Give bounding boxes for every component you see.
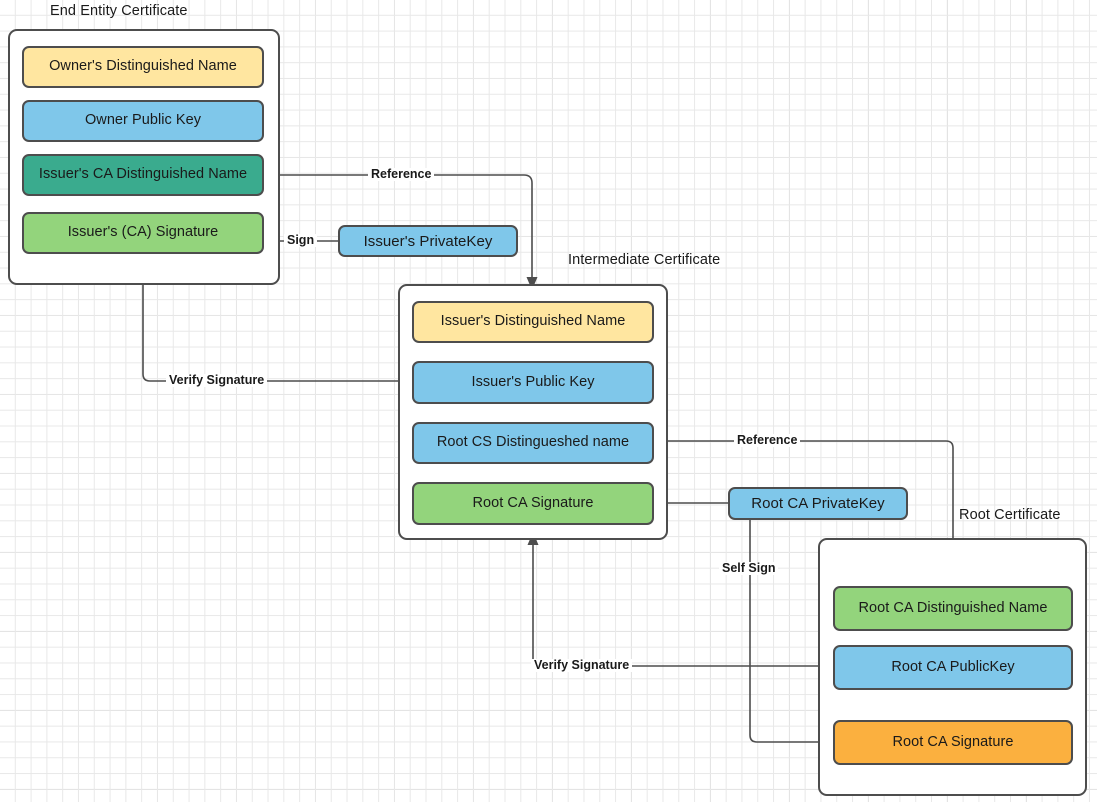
field-issuers-distinguished-name[interactable]: Issuer's Distinguished Name xyxy=(412,301,654,343)
field-owners-distinguished-name[interactable]: Owner's Distinguished Name xyxy=(22,46,264,88)
field-issuers-ca-signature[interactable]: Issuer's (CA) Signature xyxy=(22,212,264,254)
end-entity-certificate-title: End Entity Certificate xyxy=(50,3,188,19)
edge-label-ee-sign: Sign xyxy=(284,234,318,247)
field-root-cs-distingueshed-name[interactable]: Root CS Distingueshed name xyxy=(412,422,654,464)
field-root-ca-publickey[interactable]: Root CA PublicKey xyxy=(833,645,1073,690)
connector-int-verify xyxy=(527,532,834,667)
edge-label-ee-verify: Verify Signature xyxy=(166,374,268,387)
root-ca-private-key-box[interactable]: Root CA PrivateKey xyxy=(728,487,908,520)
issuers-private-key-box[interactable]: Issuer's PrivateKey xyxy=(338,225,518,257)
intermediate-certificate-title: Intermediate Certificate xyxy=(568,252,721,268)
field-issuers-ca-distinguished-name[interactable]: Issuer's CA Distinguished Name xyxy=(22,154,264,196)
edge-label-int-verify: Verify Signature xyxy=(531,659,633,672)
edge-label-int-reference: Reference xyxy=(734,434,801,447)
field-intermediate-root-ca-signature[interactable]: Root CA Signature xyxy=(412,482,654,525)
edge-label-ee-reference: Reference xyxy=(368,168,435,181)
field-root-ca-signature[interactable]: Root CA Signature xyxy=(833,720,1073,765)
field-root-ca-distinguished-name[interactable]: Root CA Distinguished Name xyxy=(833,586,1073,631)
edge-label-root-self-sign: Self Sign xyxy=(719,562,779,575)
root-certificate-title: Root Certificate xyxy=(959,507,1061,523)
field-issuers-public-key[interactable]: Issuer's Public Key xyxy=(412,361,654,404)
field-owner-public-key[interactable]: Owner Public Key xyxy=(22,100,264,142)
